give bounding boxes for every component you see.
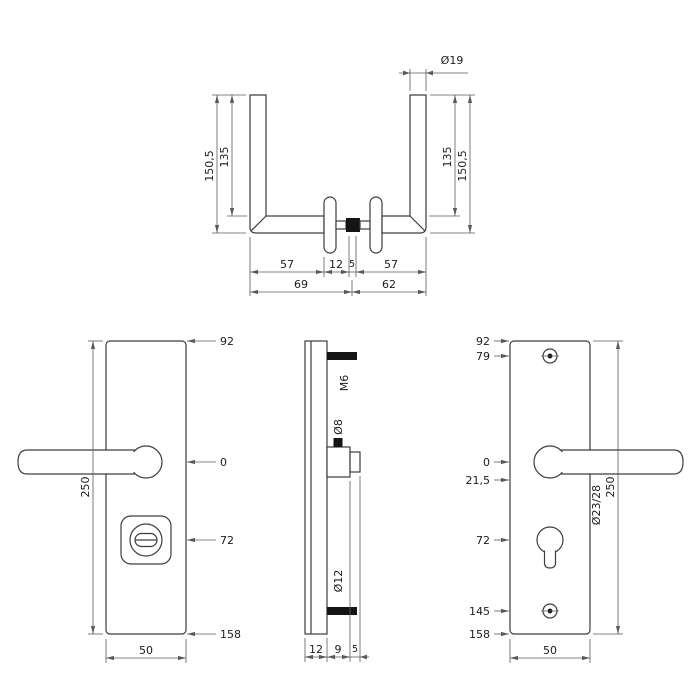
escutcheon-circle [129, 523, 163, 557]
top-view [249, 94, 427, 254]
lever-left-outline [17, 449, 136, 475]
dim-spindle-gap: 5 [349, 259, 355, 270]
dim-plate-thickness: 12 [309, 643, 323, 656]
ord-right-top: 92 [476, 335, 490, 348]
left-handle-miter [251, 215, 267, 231]
backplate-left [105, 340, 187, 635]
dim-grip-right: 57 [384, 258, 398, 271]
ord-right-rose: 21,5 [466, 474, 491, 487]
dim-total-right: 62 [382, 278, 396, 291]
ord-right-screw-bottom: 145 [469, 605, 490, 618]
ord-left-top: 92 [220, 335, 234, 348]
backplate-right [509, 340, 591, 635]
dim-rose-projection: 9 [335, 643, 342, 656]
label-screw-diameter: Ø12 [332, 570, 345, 593]
dim-hub-projection: 5 [352, 644, 358, 655]
spindle-square [346, 218, 360, 232]
ord-left-zero: 0 [220, 456, 227, 469]
lever-right-body [556, 450, 683, 474]
left-handle-outline [249, 94, 325, 234]
ord-right-cylinder: 72 [476, 534, 490, 547]
dim-left-plate-height: 250 [79, 477, 92, 498]
euro-cylinder-circle [536, 526, 564, 554]
spindle-section [333, 438, 343, 447]
spindle-right [359, 220, 371, 230]
dim-right-plate-width: 50 [543, 644, 557, 657]
top-view-dimensions: Ø19 150,5 135 135 150,5 57 12 5 57 [203, 54, 475, 296]
label-thread: M6 [338, 375, 351, 392]
front-right-dimensions: 92 79 0 21,5 72 145 158 Ø23/28 250 50 [466, 335, 623, 663]
right-handle-outline [381, 94, 427, 234]
front-left-dimensions: 250 50 92 0 72 158 [79, 335, 241, 663]
left-rose [323, 196, 337, 254]
dim-right-outer-length: 150,5 [456, 150, 469, 182]
top-screw [327, 352, 357, 360]
right-rose [369, 196, 383, 254]
spindle-left [335, 220, 347, 230]
front-view-left [17, 340, 187, 635]
dim-left-inner-length: 135 [218, 147, 231, 168]
backplate-profile [304, 340, 328, 635]
dim-total-left: 69 [294, 278, 308, 291]
ord-right-bottom: 158 [469, 628, 490, 641]
dim-grip-left: 57 [280, 258, 294, 271]
ord-left-cylinder: 72 [220, 534, 234, 547]
dim-right-plate-height: 250 [604, 477, 617, 498]
ord-left-bottom: 158 [220, 628, 241, 641]
side-view-dimensions: M6 Ø8 Ø12 12 9 5 [304, 375, 369, 662]
front-view-right [509, 340, 684, 635]
side-view [304, 340, 361, 635]
label-hole-diameter: Ø8 [332, 419, 345, 435]
dim-rose-thickness: 12 [329, 258, 343, 271]
bottom-screw [327, 607, 357, 615]
dim-tube-diameter: Ø19 [441, 54, 464, 67]
right-handle-miter [409, 215, 425, 231]
dim-right-inner-length: 135 [441, 147, 454, 168]
rose-profile [326, 446, 351, 478]
dim-left-outer-length: 150,5 [203, 150, 216, 182]
ord-right-screw-top: 79 [476, 350, 490, 363]
hub-profile [349, 451, 361, 473]
ord-right-zero: 0 [483, 456, 490, 469]
lever-left-body [18, 450, 140, 474]
dim-rose-diameter: Ø23/28 [590, 485, 603, 525]
lever-right-outline [560, 449, 684, 475]
dim-left-plate-width: 50 [139, 644, 153, 657]
euro-cylinder-tail [543, 550, 557, 569]
